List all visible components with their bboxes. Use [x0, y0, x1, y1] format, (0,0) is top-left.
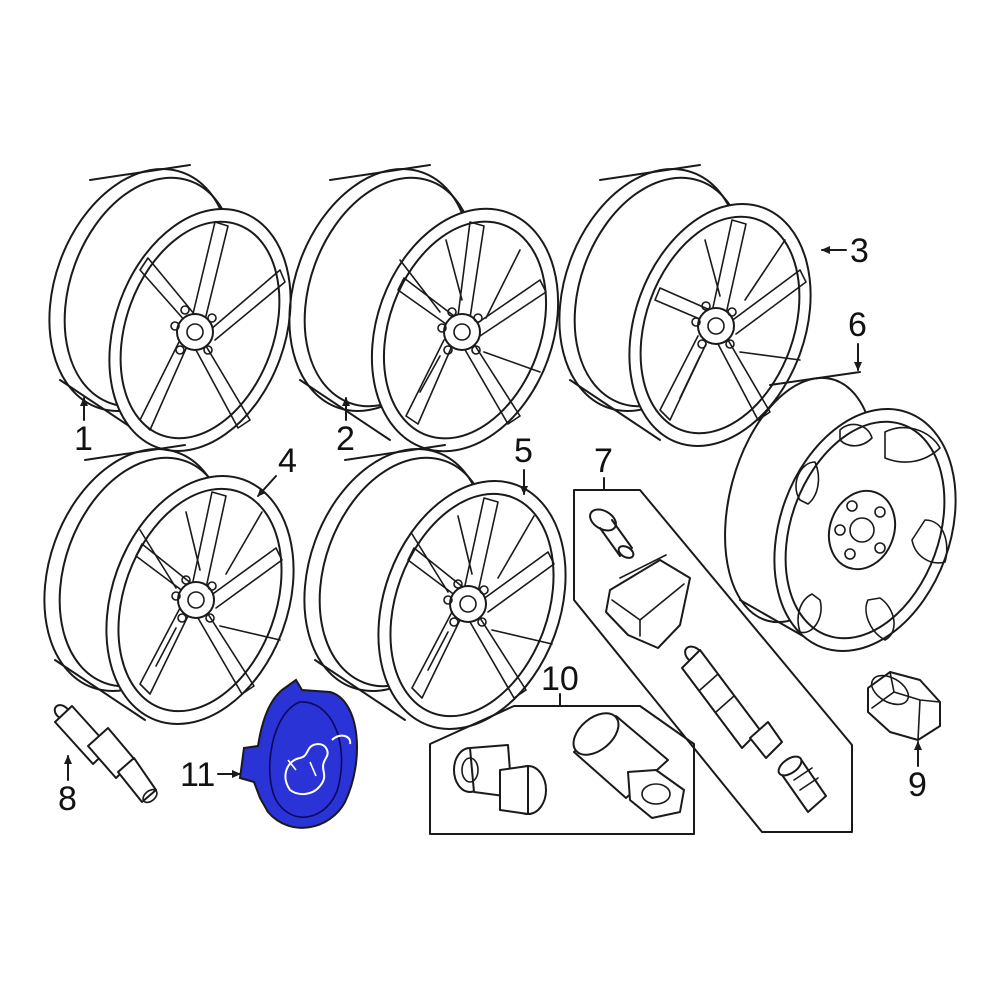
callout-4: 4: [278, 442, 297, 480]
wheel-2[interactable]: [257, 143, 590, 477]
wheel-6[interactable]: [700, 361, 988, 676]
callout-3: 3: [850, 232, 869, 270]
valve-stem-8[interactable]: [52, 702, 159, 805]
sensor-body: [605, 554, 691, 649]
wheel-3[interactable]: [527, 143, 842, 471]
lock-kit-10[interactable]: [429, 705, 695, 835]
lock-nut: [453, 744, 547, 815]
lock-key: [572, 712, 685, 819]
wheel-1[interactable]: [17, 143, 322, 476]
callouts: 1 2 3 4 5 6 7 8 9 10 11: [58, 232, 927, 818]
callout-7: 7: [594, 442, 613, 480]
valve-cap: [777, 755, 827, 813]
center-cap-11[interactable]: [238, 678, 358, 829]
callout-9: 9: [908, 766, 927, 804]
wheel-5[interactable]: [272, 423, 598, 755]
sensor-screw: [589, 508, 635, 559]
valve-stem: [681, 645, 783, 759]
callout-6: 6: [848, 306, 867, 344]
callout-2: 2: [336, 420, 355, 458]
callout-11: 11: [180, 756, 215, 794]
callout-8: 8: [58, 780, 77, 818]
callout-1: 1: [74, 420, 93, 458]
tpms-kit-7[interactable]: [573, 489, 853, 833]
callout-10: 10: [541, 660, 579, 698]
wheel-4[interactable]: [12, 423, 326, 750]
callout-5: 5: [514, 432, 533, 470]
lug-nut-9[interactable]: [867, 670, 941, 741]
